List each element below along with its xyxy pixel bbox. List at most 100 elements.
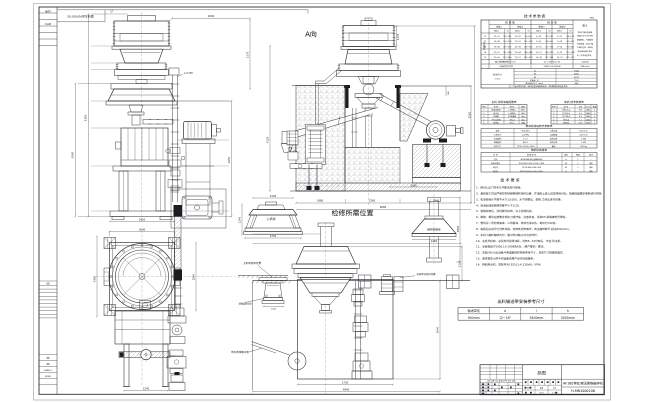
drawing-text: 185~314 (524, 56, 533, 59)
drawing-text: 68~118 (567, 35, 575, 38)
drawing-text: Y80M-4 (563, 122, 571, 125)
drawing-text: 490L (521, 109, 525, 112)
note-line: 3、机身安装水平度不大于1/1000，水平调整后，垫板 之间应进行焊接。 (476, 197, 563, 201)
support-stand (109, 127, 175, 220)
drawing-text: 158~268 (524, 51, 533, 54)
note-line: 7、整机涂一层防锈底漆、二层面漆，机体为浅灰色，电机为Y90色。 (476, 221, 558, 225)
drawing-text: 短 头 型 (547, 21, 557, 25)
drawing-text: 5 (553, 122, 554, 125)
drawing-text: YZ-25,800×600×900 (522, 166, 542, 169)
param-table-title: 技术参数表 (524, 14, 546, 20)
drawing-text: 偏心距调整范围（mm） (495, 61, 517, 64)
drawing-text: 液压油 (493, 112, 499, 115)
station-table-title: 稀油润滑站技术参数表 (526, 124, 553, 128)
drawing-text: 1 (577, 162, 578, 165)
crusher-body (336, 49, 401, 117)
drawing-text: 油箱容积 (494, 141, 502, 144)
drawing-text: 型号 (496, 130, 500, 133)
lower-box (114, 310, 171, 345)
drawing-text: Y355L1-4 (562, 109, 571, 112)
title-block-scale-label: 比例 (553, 386, 557, 389)
drawing-text: Y355L1-4 315kW (543, 65, 560, 68)
drawing-text: 19~44 (515, 51, 522, 54)
drawing-text: 63 L/min (579, 130, 588, 133)
strip-label-top-1: CAD (45, 22, 52, 26)
title-block-product: AF160单缸液压圆锥破碎机 (563, 380, 604, 385)
drawing-text: 3 (553, 115, 554, 118)
title-block-scale: 1:30 (552, 392, 557, 395)
drawing-text: t/h (507, 29, 509, 32)
note-line: 14、所配电动机，其型号为Y355L1-4,315kW，IP54。 (476, 262, 543, 266)
drawing-text: 5260 (467, 111, 471, 118)
drawing-text: 规 格 型 号 (527, 154, 536, 157)
drawing-text: 3040 (410, 183, 417, 187)
drawing-text: 95~163 (525, 35, 532, 38)
drawing-text: 16~38 (494, 40, 501, 43)
drawing-text: 2 (483, 112, 484, 115)
drawing-text: 2 (594, 115, 595, 118)
tech-notes-title: 技 术 要 求 (500, 178, 519, 184)
drawing-text: 6 kW (581, 137, 586, 140)
drawing-text: 460 (575, 82, 579, 85)
title-block-stage: 阶段标记 (525, 386, 532, 389)
drawing-text: AF160单缸液压圆锥破碎机 (521, 158, 543, 161)
drawing-text: 1140 (238, 216, 242, 223)
drawing-text: 液压站 (493, 166, 499, 169)
cone-body-label: 破碎圆锥体 (427, 228, 441, 232)
drawing-text: 22 / 28 / 34 / 41 (544, 61, 561, 64)
drawing-text: 4~12 (557, 35, 562, 38)
drawing-text: 过滤精度 (550, 133, 558, 136)
drawing-text: 1440 (586, 112, 591, 115)
tech-notes-items: 1、按KSL出厂技术文件要求进行安装。2、基础施工时应严格控制地脚螺栓的相对位置… (476, 186, 604, 267)
anchor-bolts (344, 85, 401, 108)
drawing-text: 规格型号 (483, 42, 486, 50)
drawing-text: 工作压力 (494, 133, 502, 136)
drawing-text: 公称流量 (550, 130, 558, 133)
drawing-text: 2 (553, 112, 554, 115)
drawing-text: 名 称 (494, 105, 498, 108)
pump-station-detail (379, 274, 416, 295)
drawing-text: 稀油润滑油 (492, 109, 501, 112)
drawing-text: 适量 (521, 122, 525, 125)
oil-pump-unit (170, 188, 227, 229)
drawing-text: 1 (594, 112, 595, 115)
conveyor-col-l: l (536, 308, 537, 313)
drawing-text: 1240 (143, 387, 150, 391)
title-block-role-2: 审核 (481, 389, 485, 392)
drawing-text: 115~196 (524, 40, 533, 43)
feed-hopper (111, 15, 172, 50)
drawing-text: 2450 (139, 217, 146, 221)
drawing-text: 134~223 (545, 51, 553, 54)
drawing-text: 212~349 (503, 56, 512, 59)
drawing-text: Y132S-4 (562, 112, 570, 115)
drawing-text: 1980 (317, 199, 324, 203)
dimension-lines (251, 233, 464, 393)
drawing-text: 电控柜 (493, 170, 499, 173)
conveyor-col-h: h (567, 308, 569, 313)
upper-frame-label: 上机架 (266, 217, 275, 221)
drawing-text: 10~25 (515, 35, 521, 38)
drawing-text: 4.0 (579, 115, 583, 118)
drawing-text: 1175 (396, 33, 400, 40)
dimension-lines (74, 12, 272, 223)
drawing-text: t/h (528, 29, 530, 32)
lube-and-motor-tables (480, 104, 598, 125)
base-frame-square (103, 237, 181, 316)
drawing-text: 随机 (589, 162, 593, 165)
drawing-text: 750 kg (580, 145, 587, 148)
lube-pipe-column (165, 67, 186, 202)
drawing-text: 3865 (456, 225, 460, 232)
drawing-text: 重量 (552, 145, 556, 148)
drawing-text: 台 (565, 158, 567, 161)
drawing-text: （mm） (493, 77, 501, 80)
title-block-sign-header: 标记 处数 分区 更改文件号 签字 日期 (487, 380, 515, 383)
title-block-role-3: 批准 (481, 392, 485, 395)
clearance-box (297, 279, 394, 380)
drawing-text: 109~181 (503, 35, 511, 38)
drawing-text: 22~51 (515, 56, 521, 59)
drawing-text: 硬度物料，开路破碎 (577, 39, 593, 42)
strip-label-top-0: NRT (45, 10, 51, 14)
crushing-cone-detail (411, 194, 462, 264)
